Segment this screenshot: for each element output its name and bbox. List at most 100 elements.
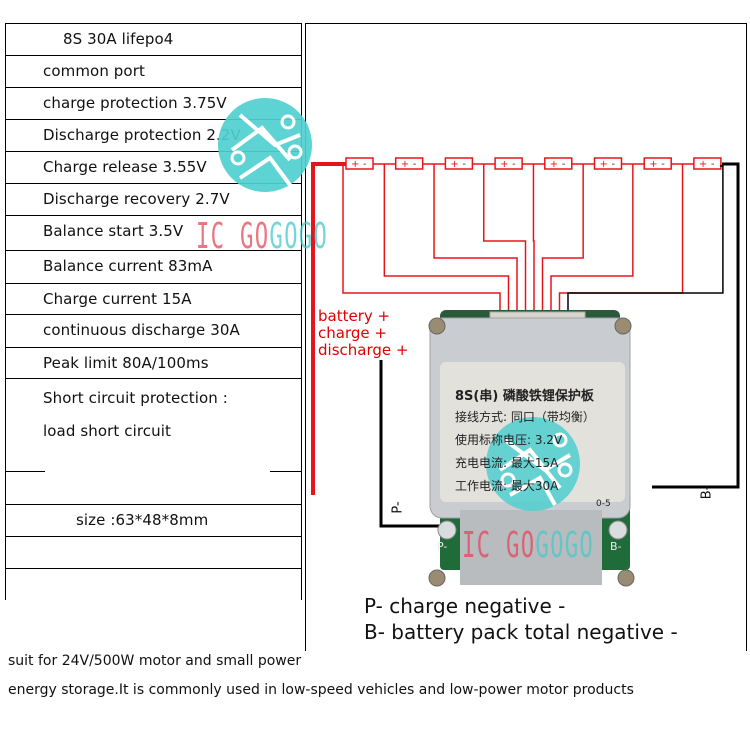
footer-line-1: suit for 24V/500W motor and small power [8, 653, 302, 669]
spec-row: Discharge recovery 2.7V [6, 183, 301, 215]
balance-wire [383, 164, 510, 330]
spec-title: 8S 30A lifepo4 [63, 30, 174, 48]
spec-row: Charge current 15A [6, 283, 301, 315]
watermark-brand: IC GOGOGO [196, 216, 328, 257]
spec-table: 8S 30A lifepo4 common port charge protec… [5, 23, 302, 600]
legend-p-minus: P- charge negative - [364, 594, 566, 618]
balance-wire [550, 164, 634, 330]
screw-icon [617, 569, 635, 587]
board-label-line-2: 接线方式: 同口（带均衡） [455, 410, 595, 424]
spec-row: Charge release 3.55V [6, 151, 301, 183]
cell-plus-terminal: + [500, 159, 508, 170]
balance-wire [433, 164, 518, 330]
battery-cell: +- [394, 157, 424, 170]
spec-row: continuous discharge 30A [6, 314, 301, 346]
pcb-p-minus-label: P- [437, 540, 448, 553]
charge-plus-label: charge + [318, 324, 387, 342]
spec-row: Balance current 83mA [6, 250, 301, 282]
battery-cell: +- [693, 157, 722, 170]
battery-cell: +- [643, 157, 672, 170]
balance-wire [342, 164, 501, 330]
legend-b-minus: B- battery pack total negative - [364, 620, 678, 644]
spec-row: common port [6, 55, 301, 87]
wiring-diagram-frame [305, 23, 747, 651]
spec-peak-limit: Peak limit 80A/100ms [43, 354, 209, 372]
screw-icon [614, 317, 632, 335]
spec-balance-start: Balance start 3.5V [43, 222, 184, 240]
spec-common-port: common port [43, 62, 145, 80]
partial-divider [270, 471, 301, 472]
battery-cell: +- [593, 157, 623, 170]
watermark-logo-icon [486, 417, 580, 511]
b-minus-wire-label: B- [699, 485, 715, 500]
spec-row: Discharge protection 2.2V [6, 119, 301, 151]
cell-minus-terminal: - [711, 159, 715, 170]
battery-cell: +- [444, 157, 474, 170]
cell-plus-terminal: + [550, 159, 558, 170]
spec-discharge-recovery: Discharge recovery 2.7V [43, 190, 230, 208]
battery-cell: +- [345, 157, 374, 170]
battery-cell: +- [494, 157, 523, 170]
spec-row: Balance start 3.5V [6, 215, 301, 247]
spec-balance-current: Balance current 83mA [43, 257, 213, 275]
cell-minus-terminal: - [661, 159, 665, 170]
p-minus-pad [437, 520, 457, 540]
cell-minus-terminal: - [413, 159, 417, 170]
spec-discharge-protection: Discharge protection 2.2V [43, 126, 241, 144]
positive-main-wire [311, 162, 346, 495]
spec-short-circuit: Short circuit protection : [43, 389, 228, 407]
cell-plus-terminal: + [450, 159, 458, 170]
cell-minus-terminal: - [562, 159, 566, 170]
spec-charge-current: Charge current 15A [43, 290, 192, 308]
spec-row: Peak limit 80A/100ms [6, 347, 301, 379]
spec-row-size: size :63*48*8mm [6, 504, 301, 536]
board-label-line-1: 8S(串) 磷酸铁锂保护板 [455, 389, 594, 404]
spec-charge-release: Charge release 3.55V [43, 158, 207, 176]
watermark-logo-icon [218, 98, 312, 192]
discharge-plus-label: discharge + [318, 341, 409, 359]
balance-wires [342, 164, 724, 330]
watermark-brand-teal: GOGO [535, 525, 595, 566]
cell-plus-terminal: + [600, 159, 608, 170]
cell-plus-terminal: + [401, 159, 409, 170]
spec-row-title: 8S 30A lifepo4 [6, 23, 301, 55]
cell-plus-terminal: + [699, 159, 707, 170]
screw-icon [428, 317, 446, 335]
board-label-line-3: 使用标称电压: 3.2V [455, 433, 563, 447]
spec-row-empty [6, 536, 301, 568]
battery-cell: +- [544, 157, 573, 170]
cell-plus-terminal: + [649, 159, 657, 170]
cell-plus-terminal: + [351, 159, 359, 170]
balance-wire [558, 164, 684, 330]
cell-minus-terminal: - [612, 159, 616, 170]
watermark-brand: IC GOGOGO [462, 525, 594, 566]
cell-minus-terminal: - [512, 159, 516, 170]
board-model-marking: 0-5 [596, 499, 611, 509]
battery-plus-label: battery + [318, 307, 391, 325]
balance-wire [532, 164, 535, 330]
b-minus-pad [608, 520, 628, 540]
balance-wire-last [567, 165, 724, 330]
b-minus-wire [652, 162, 740, 489]
spec-row: charge protection 3.75V [6, 87, 301, 119]
spec-charge-protection: charge protection 3.75V [43, 94, 227, 112]
watermark-brand-teal: GOGO [269, 216, 329, 257]
board-label-line-4: 充电电流: 最大15A [455, 456, 559, 470]
spec-row-empty [6, 568, 301, 600]
spec-continuous-discharge: continuous discharge 30A [43, 321, 240, 339]
p-minus-wire-label: P- [390, 501, 406, 514]
partial-divider [6, 471, 45, 472]
aluminum-lower [460, 510, 602, 585]
spec-row-short-circuit: Short circuit protection : load short ci… [6, 378, 301, 474]
cell-minus-terminal: - [363, 159, 367, 170]
watermark-brand-red: IC GO [196, 216, 270, 257]
pcb-b-minus-label: B- [610, 540, 622, 553]
balance-wire [541, 164, 584, 330]
spec-size: size :63*48*8mm [76, 511, 209, 529]
balance-wire [483, 164, 527, 330]
board-label-line-5: 工作电流: 最大30A [455, 479, 559, 493]
p-minus-wire [379, 360, 450, 528]
footer-line-2: energy storage.It is commonly used in lo… [8, 682, 634, 698]
cell-minus-terminal: - [462, 159, 466, 170]
